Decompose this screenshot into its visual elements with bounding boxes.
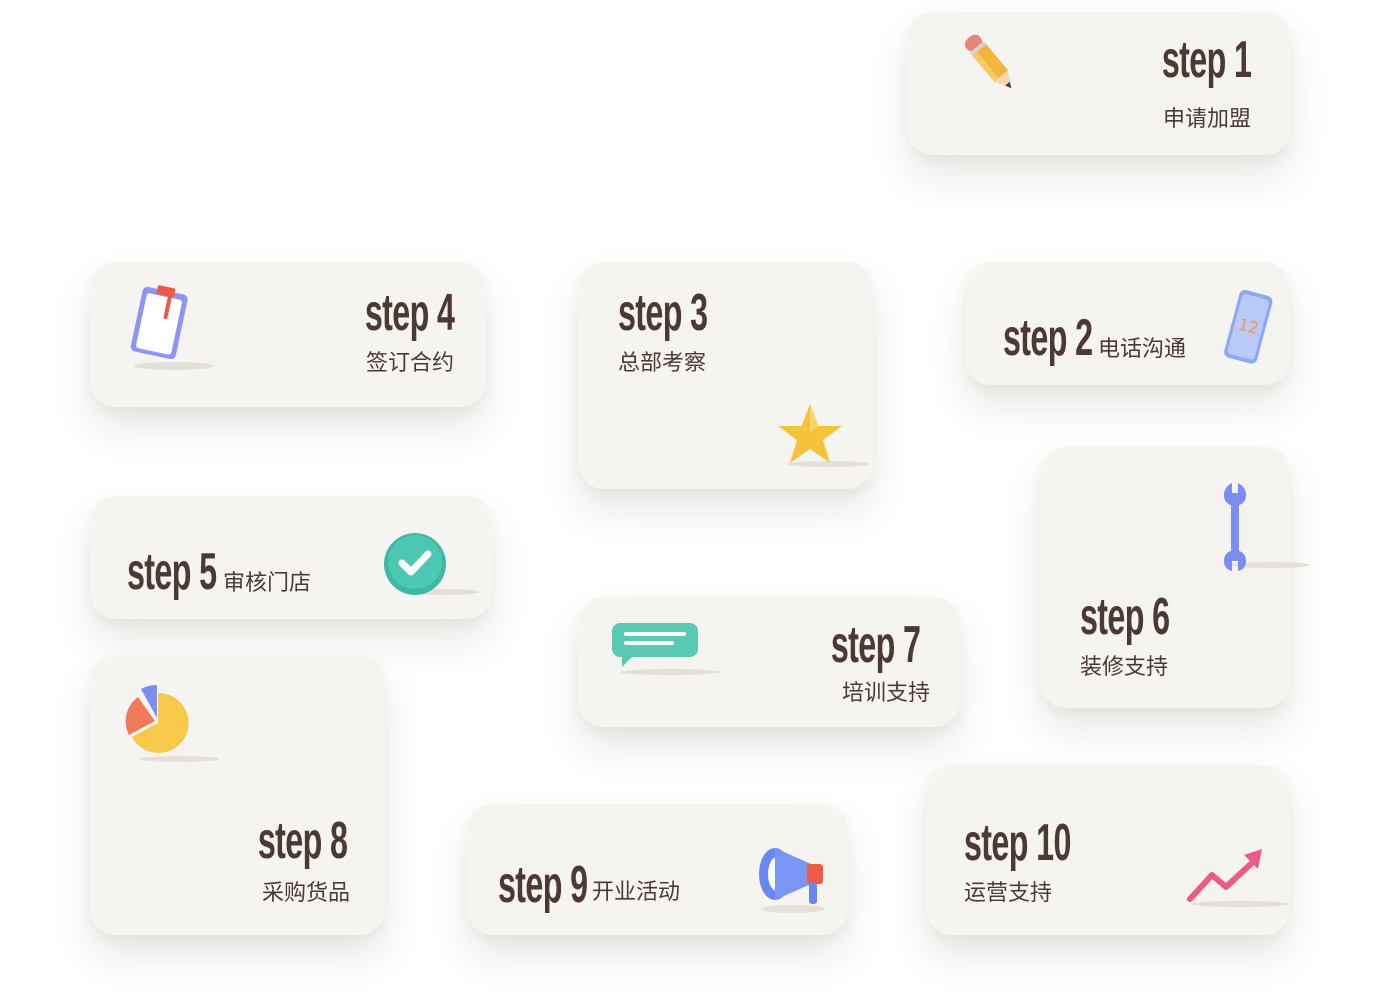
pie-chart-icon xyxy=(124,684,224,767)
chat-bubble-icon xyxy=(610,621,726,681)
clipboard-icon xyxy=(124,284,234,374)
step-label: 审核门店 xyxy=(223,571,312,596)
step-title: step 3 xyxy=(618,284,708,342)
step-title: step 10 xyxy=(964,814,1071,872)
step-card-4: step 4 签订合约 xyxy=(90,262,486,407)
megaphone-icon xyxy=(753,842,835,918)
trend-arrow-icon xyxy=(1184,847,1294,911)
step-title: step 7 xyxy=(830,616,921,674)
step-title: step 4 xyxy=(364,284,455,342)
step-card-1: step 1 申请加盟 xyxy=(907,12,1291,155)
step-card-2: step 2 电话沟通 12 xyxy=(965,262,1290,385)
phone-screen-text: 12 xyxy=(1236,314,1261,338)
step-title: step 1 xyxy=(1161,31,1252,89)
star-icon xyxy=(774,402,874,474)
step-label: 申请加盟 xyxy=(1162,107,1251,132)
step-label: 采购货品 xyxy=(261,881,350,906)
step-label: 总部考察 xyxy=(618,351,707,376)
step-card-3: step 3 总部考察 xyxy=(578,262,873,489)
step-label: 运营支持 xyxy=(964,881,1053,906)
step-label: 电话沟通 xyxy=(1098,337,1187,362)
step-title: step 9 xyxy=(498,856,588,914)
wrench-icon xyxy=(1220,481,1310,573)
step-title: step 8 xyxy=(257,812,348,870)
step-title: step 2 xyxy=(1003,309,1093,367)
step-card-9: step 9 开业活动 xyxy=(467,804,848,935)
step-label: 签订合约 xyxy=(365,351,454,376)
step-card-6: step 6 装修支持 xyxy=(1040,447,1310,708)
phone-icon: 12 xyxy=(1221,288,1281,368)
pencil-icon xyxy=(949,20,1029,100)
step-label: 培训支持 xyxy=(841,681,930,706)
step-card-8: step 8 采购货品 xyxy=(90,655,385,935)
step-label: 开业活动 xyxy=(592,880,681,905)
step-title: step 5 xyxy=(127,543,217,601)
step-card-10: step 10 运营支持 xyxy=(926,765,1290,935)
step-title: step 6 xyxy=(1080,588,1170,646)
step-label: 装修支持 xyxy=(1080,655,1169,680)
step-card-7: step 7 培训支持 xyxy=(578,597,960,727)
step-card-5: step 5 审核门店 xyxy=(90,496,492,619)
check-icon xyxy=(382,532,482,602)
